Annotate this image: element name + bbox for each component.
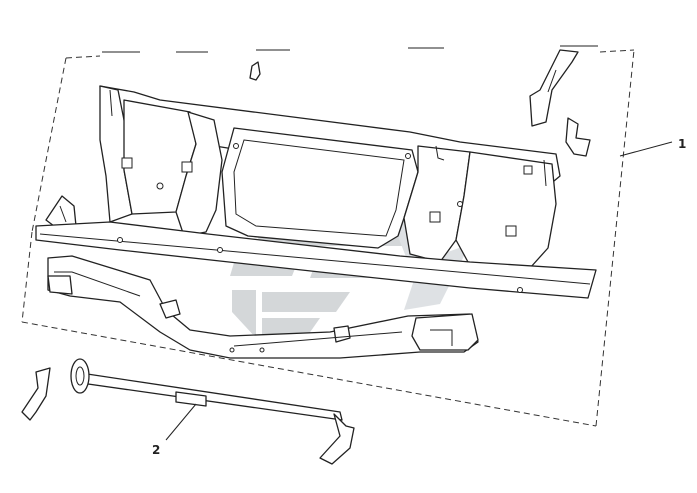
callout-label-1: 1	[678, 137, 686, 151]
assembly-outline-1	[21, 49, 635, 427]
front-panel-part	[35, 85, 597, 299]
bumper-beam-part	[47, 255, 479, 359]
top-reference-marks	[102, 45, 598, 53]
hook-bracket-part	[565, 117, 591, 157]
right-bracket-part	[529, 49, 579, 127]
callout-label-2: 2	[152, 443, 160, 457]
leader-line-1	[619, 141, 673, 157]
support-rod-part	[21, 358, 355, 465]
left-small-bracket-part	[45, 195, 77, 227]
small-clip-part	[249, 61, 261, 81]
leader-line-2	[165, 403, 197, 441]
